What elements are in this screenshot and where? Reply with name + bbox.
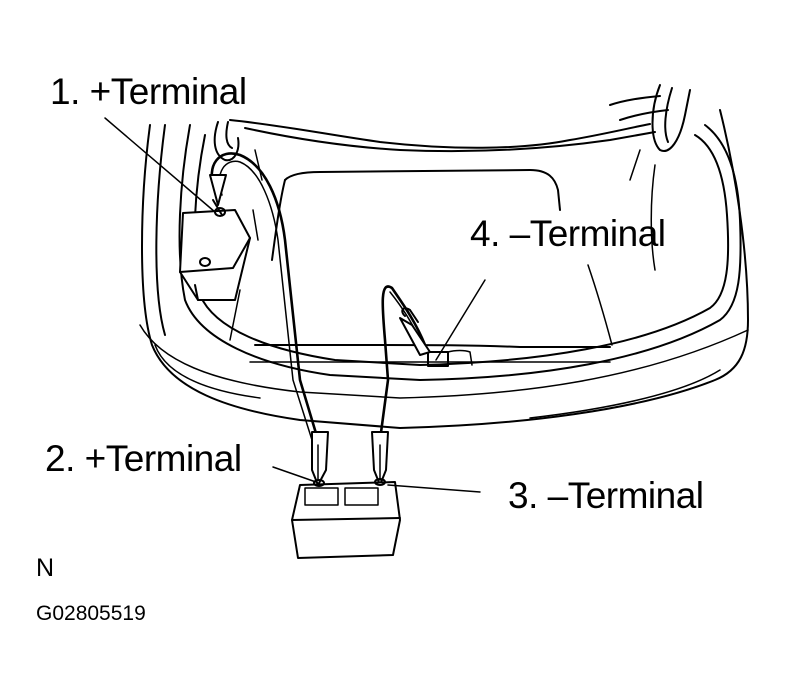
orientation-mark: N [36,554,55,582]
callout-4-negative-terminal: 4. –Terminal [470,213,666,254]
car-trunk-outline [139,84,749,429]
vehicle-battery [179,207,251,301]
figure-id: G02805519 [36,602,146,625]
jumper-cables [209,152,431,486]
callout-2-positive-terminal: 2. +Terminal [45,438,242,479]
callout-1-positive-terminal: 1. +Terminal [50,71,247,112]
booster-battery [291,478,401,559]
leader-lines [104,117,486,493]
callout-3-negative-terminal: 3. –Terminal [508,475,704,516]
